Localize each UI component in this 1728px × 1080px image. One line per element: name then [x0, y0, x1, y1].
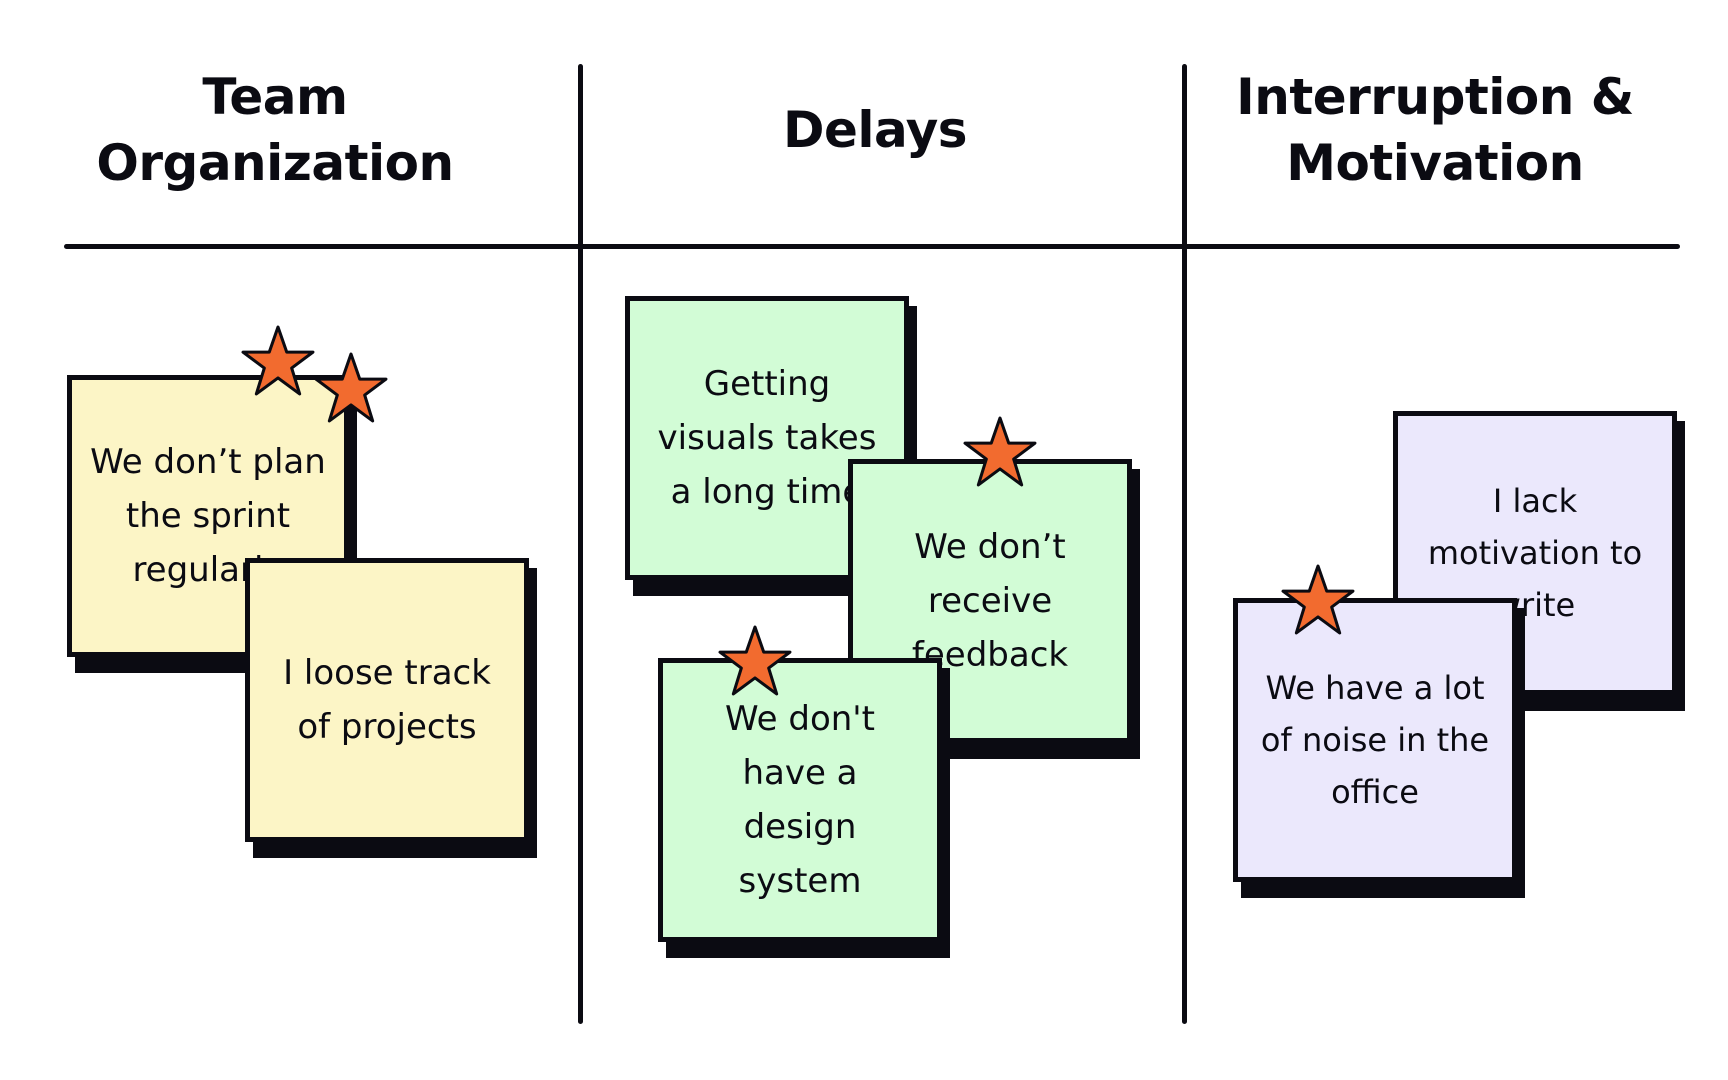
header-divider	[64, 244, 1680, 249]
sticky-note-text: We don’t receive feedback	[911, 527, 1069, 675]
column-title-team-organization: Team Organization	[96, 68, 454, 192]
sticky-note-text: Getting visuals takes a long time	[657, 364, 877, 512]
sticky-note-text: We don't have a design system	[725, 699, 875, 901]
sticky-note-text: We have a lot of noise in the office	[1260, 669, 1490, 811]
sticky-note-text: I loose track of projects	[283, 653, 491, 747]
star-icon	[314, 352, 388, 423]
star-icon	[718, 625, 792, 696]
column-title-interruption-motivation: Interruption & Motivation	[1236, 68, 1634, 192]
star-icon	[963, 416, 1037, 487]
star-icon	[241, 325, 315, 396]
sticky-note-text: We don’t plan the sprint regularly	[90, 442, 326, 590]
star-icon	[1281, 564, 1355, 635]
column-title-delays: Delays	[782, 101, 968, 159]
column-divider-1	[578, 64, 583, 1024]
column-divider-2	[1182, 64, 1187, 1024]
